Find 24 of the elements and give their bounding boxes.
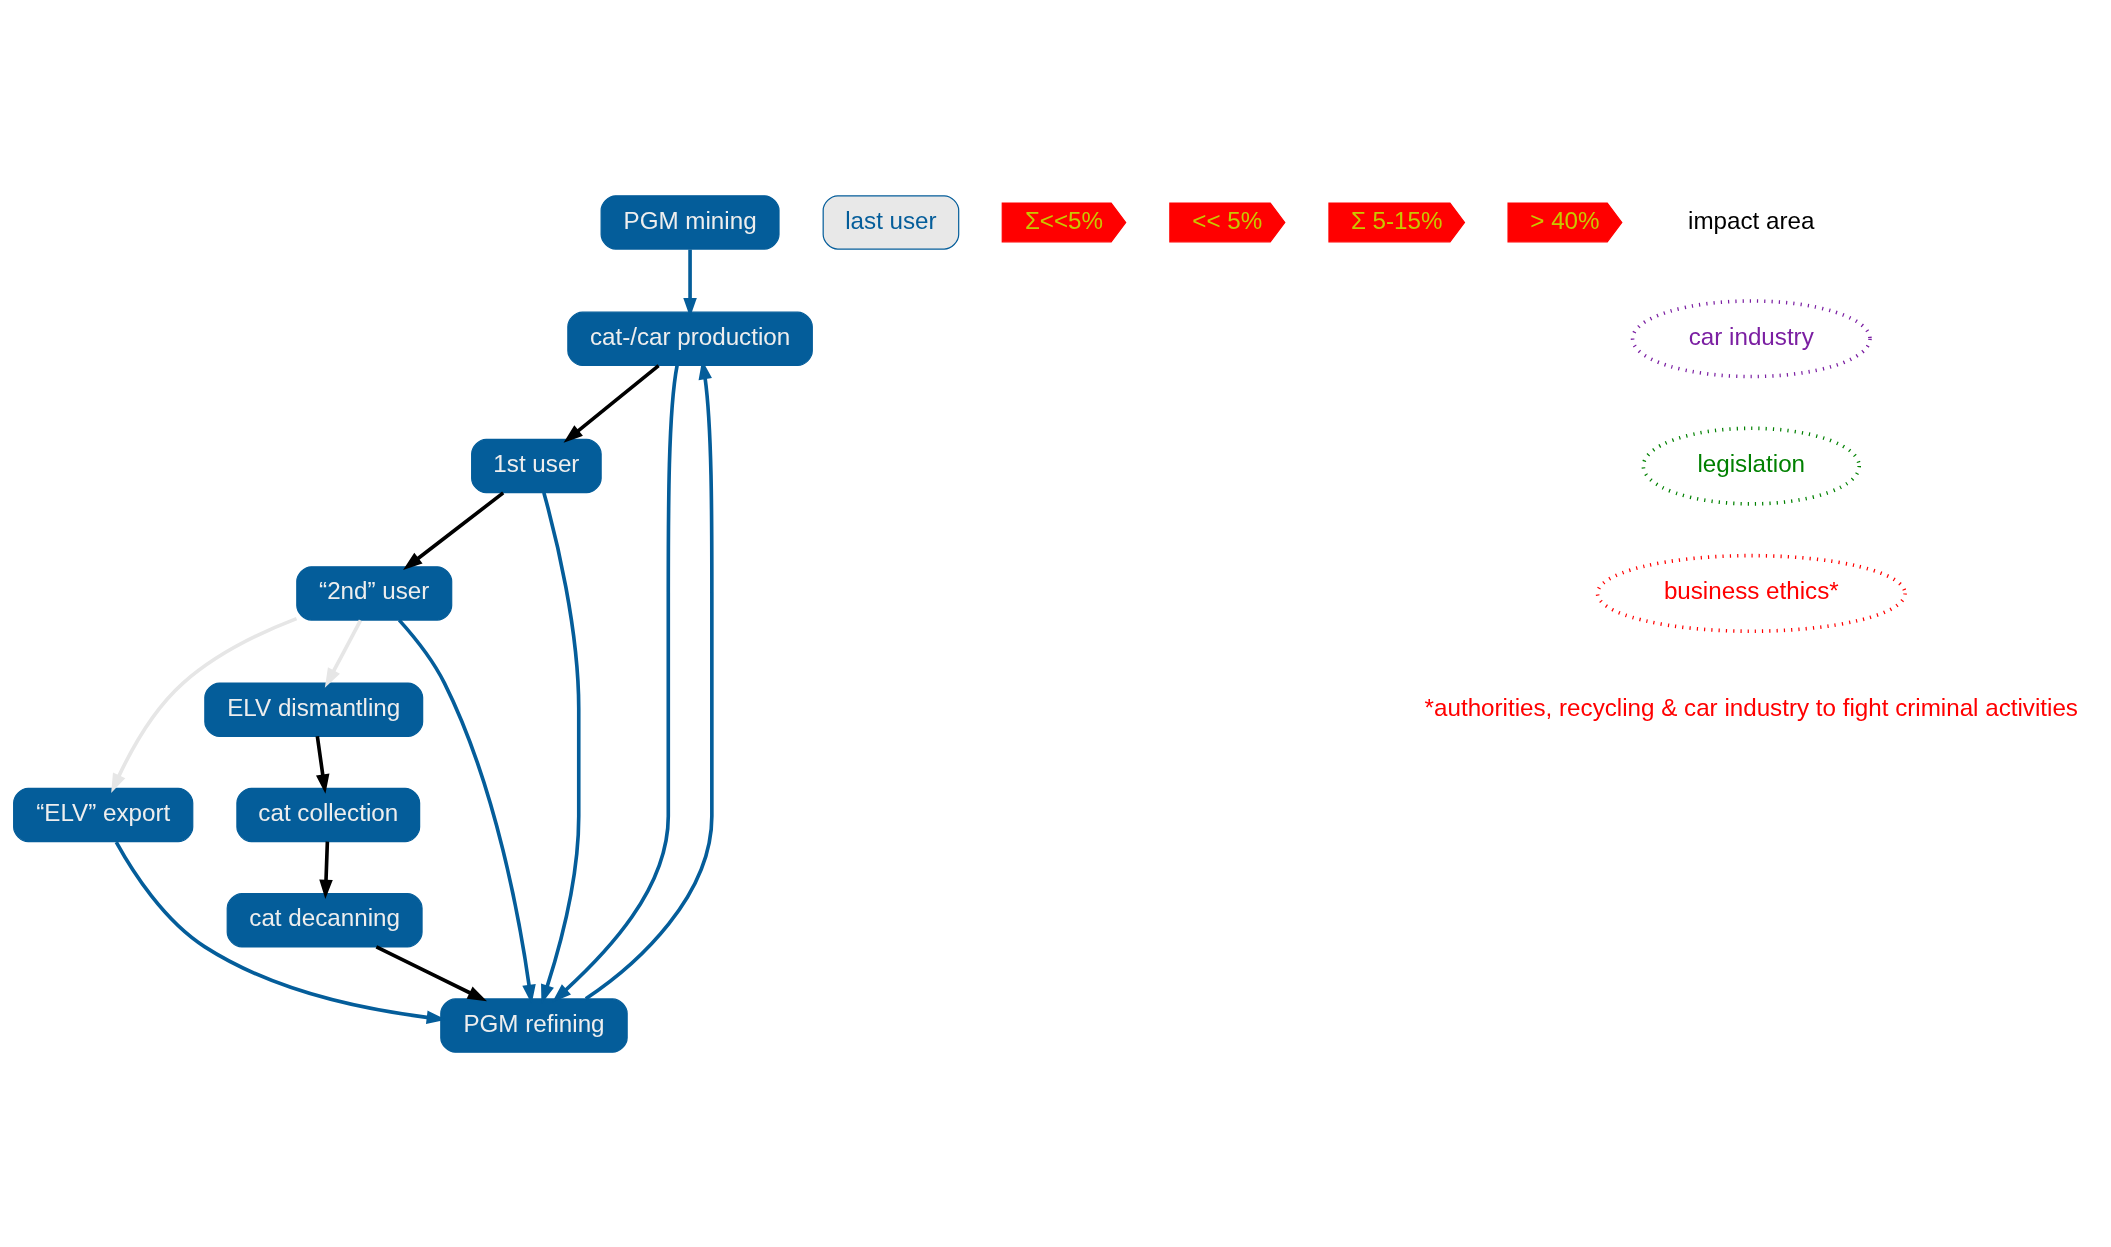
arrow bbox=[319, 841, 333, 899]
node-box: PGM refining bbox=[440, 997, 628, 1053]
node-box: 1st user bbox=[471, 438, 602, 493]
node-box: PGM mining bbox=[600, 194, 780, 250]
legend-label: legislation bbox=[1697, 449, 1806, 477]
node-box: “ELV” export bbox=[13, 787, 194, 842]
arrow bbox=[563, 363, 660, 443]
label: *authorities, recycling & car industry to fight criminal activities bbox=[1424, 693, 2078, 721]
node-box: “2nd” user bbox=[296, 565, 453, 621]
legend-label: business ethics* bbox=[1663, 576, 1839, 604]
arrow bbox=[552, 364, 679, 1002]
node-box: cat-/car production bbox=[567, 311, 813, 366]
node-box: cat decanning bbox=[226, 892, 423, 947]
node-box: last user bbox=[822, 194, 960, 250]
arrow bbox=[324, 619, 363, 688]
arrow bbox=[397, 618, 536, 1004]
arrow bbox=[111, 616, 298, 793]
arrow bbox=[375, 944, 488, 1001]
arrow bbox=[403, 490, 505, 570]
arrow bbox=[315, 735, 330, 794]
legend-label: car industry bbox=[1688, 322, 1814, 350]
label: impact area bbox=[1688, 206, 1815, 234]
node-box: ELV dismantling bbox=[204, 682, 424, 737]
node-box: cat collection bbox=[236, 787, 421, 842]
